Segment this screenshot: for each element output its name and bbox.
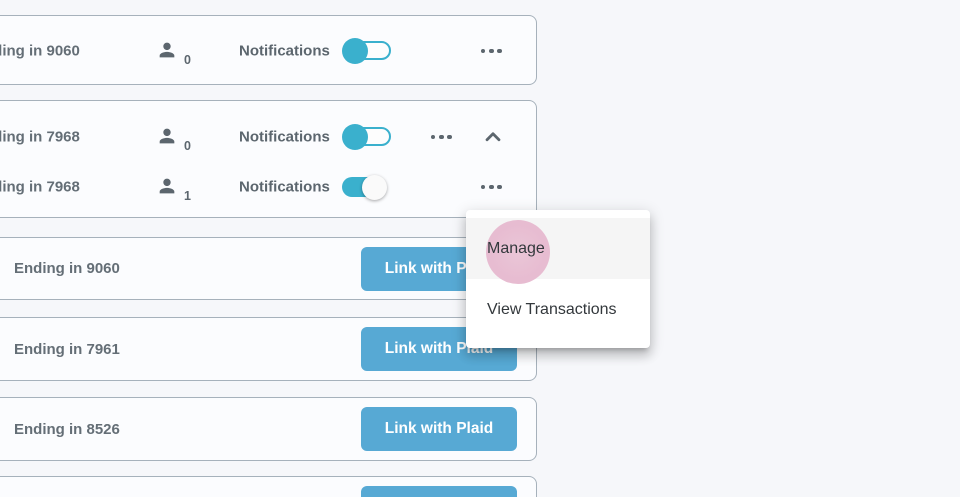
person-icon [159, 42, 175, 58]
account-name: Ending in 8526 [14, 420, 120, 438]
linked-users: 1 [156, 175, 196, 203]
horizontal-ellipsis-icon [480, 184, 486, 190]
menu-item-manage[interactable]: Manage [466, 218, 650, 284]
horizontal-ellipsis-icon [480, 48, 486, 54]
account-name: Ending in 9060 [0, 42, 80, 60]
link-row: Link with Plaid [0, 477, 536, 497]
account-name: Ending in 7961 [14, 340, 120, 358]
account-sub-row: Ending in 7968 1 Notifications [0, 162, 536, 212]
notifications-toggle[interactable] [342, 174, 387, 200]
account-name: Ending in 7968 [0, 178, 80, 196]
notifications-toggle[interactable] [342, 124, 391, 150]
link-with-plaid-button[interactable]: Link with Plaid [361, 486, 517, 497]
menu-item-label: Manage [487, 239, 545, 257]
link-row: Ending in 8526 Link with Plaid [0, 398, 536, 460]
chevron-up-icon [485, 132, 501, 142]
toggle-thumb [342, 124, 368, 150]
notifications-label: Notifications [239, 128, 330, 146]
notifications-toggle[interactable] [342, 38, 391, 64]
notifications-label: Notifications [239, 178, 330, 196]
account-name: Ending in 9060 [14, 260, 120, 277]
linked-users-count: 0 [184, 53, 191, 67]
linked-users-count: 1 [184, 189, 191, 203]
linked-users: 0 [156, 125, 196, 153]
horizontal-ellipsis-icon [430, 134, 436, 140]
menu-item-view-transactions[interactable]: View Transactions [466, 279, 650, 340]
link-card-7961: Ending in 7961 Link with Plaid [0, 317, 537, 381]
person-icon [159, 128, 175, 144]
account-card-7968: Ending in 7968 0 Notifications [0, 100, 537, 218]
account-card-9060: Ending in 9060 0 Notifications [0, 15, 537, 85]
account-row: Ending in 7968 0 Notifications [0, 112, 536, 162]
account-row: Ending in 9060 0 Notifications [0, 26, 536, 76]
link-card-partial: Link with Plaid [0, 476, 537, 497]
more-options-button[interactable] [479, 177, 504, 197]
more-options-button[interactable] [479, 41, 504, 61]
link-row: Ending in 9060 Link with Plaid [0, 238, 536, 299]
linked-users-count: 0 [184, 139, 191, 153]
more-options-button[interactable] [429, 127, 454, 147]
collapse-button[interactable] [480, 124, 506, 150]
notifications-label: Notifications [239, 42, 330, 60]
person-icon [159, 178, 175, 194]
toggle-thumb [342, 38, 368, 64]
menu-item-label: View Transactions [487, 300, 617, 318]
link-row: Ending in 7961 Link with Plaid [0, 318, 536, 380]
account-name: Ending in 7968 [0, 128, 80, 146]
link-with-plaid-button[interactable]: Link with Plaid [361, 407, 517, 451]
link-card-9060: Ending in 9060 Link with Plaid [0, 237, 537, 300]
account-options-menu: Manage View Transactions [466, 210, 650, 348]
toggle-thumb [362, 174, 387, 200]
linked-users: 0 [156, 39, 196, 67]
link-card-8526: Ending in 8526 Link with Plaid [0, 397, 537, 461]
